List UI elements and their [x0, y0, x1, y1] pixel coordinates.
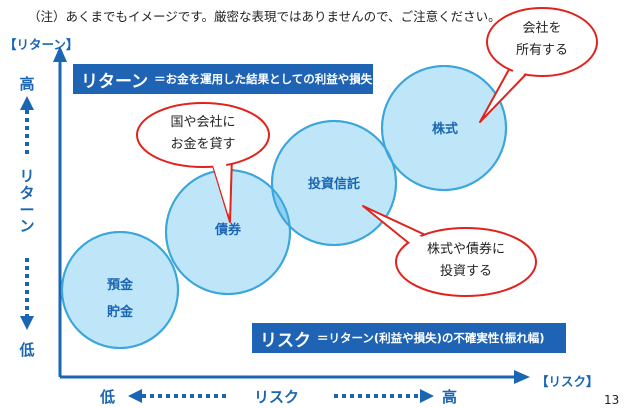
- callout-bond-text: 国や会社に お金を貸す: [170, 115, 236, 153]
- label-fund: 投資信託: [307, 177, 360, 192]
- x-right-arrow-icon: [420, 389, 434, 403]
- y-axis-title: 【リターン】: [4, 37, 79, 52]
- x-axis-title: 【リスク】: [536, 374, 599, 389]
- callout-fund: [362, 205, 537, 297]
- x-high-label: 高: [442, 388, 458, 406]
- label-deposit: 預金 貯金: [106, 278, 133, 321]
- y-up-arrow-icon: [20, 96, 34, 110]
- y-axis-label: リ タ ー ン: [19, 167, 35, 236]
- callout-bond: [136, 102, 270, 223]
- y-high-label: 高: [19, 75, 35, 93]
- y-down-arrow-icon: [20, 316, 34, 330]
- disclaimer-note: （注）あくまでもイメージです。厳密な表現ではありませんので、ご注意ください。: [28, 9, 501, 24]
- y-low-label: 低: [19, 341, 35, 359]
- risk-definition-text: ＝リターン(利益や損失)の不確実性(振れ幅): [317, 331, 545, 345]
- x-low-label: 低: [100, 388, 116, 406]
- y-axis-arrowhead-icon: [53, 46, 67, 62]
- page-number: 13: [604, 393, 620, 407]
- return-definition-text: ＝お金を運用した結果としての利益や損失: [154, 72, 373, 86]
- label-stock: 株式: [431, 122, 458, 137]
- return-definition-title: リターン: [81, 71, 149, 92]
- x-left-arrow-icon: [128, 389, 142, 403]
- label-bond: 債券: [214, 223, 241, 238]
- callout-fund-text: 株式や債券に 投資する: [426, 242, 505, 280]
- callout-stock-text: 会社を 所有する: [515, 21, 568, 59]
- risk-definition-title: リスク: [260, 330, 311, 351]
- return-definition-box: リターン ＝お金を運用した結果としての利益や損失: [73, 64, 373, 94]
- callout-stock: [479, 7, 598, 123]
- x-axis-label: リスク: [254, 388, 300, 406]
- x-axis-arrowhead-icon: [514, 370, 530, 384]
- risk-definition-box: リスク ＝リターン(利益や損失)の不確実性(振れ幅): [252, 323, 566, 353]
